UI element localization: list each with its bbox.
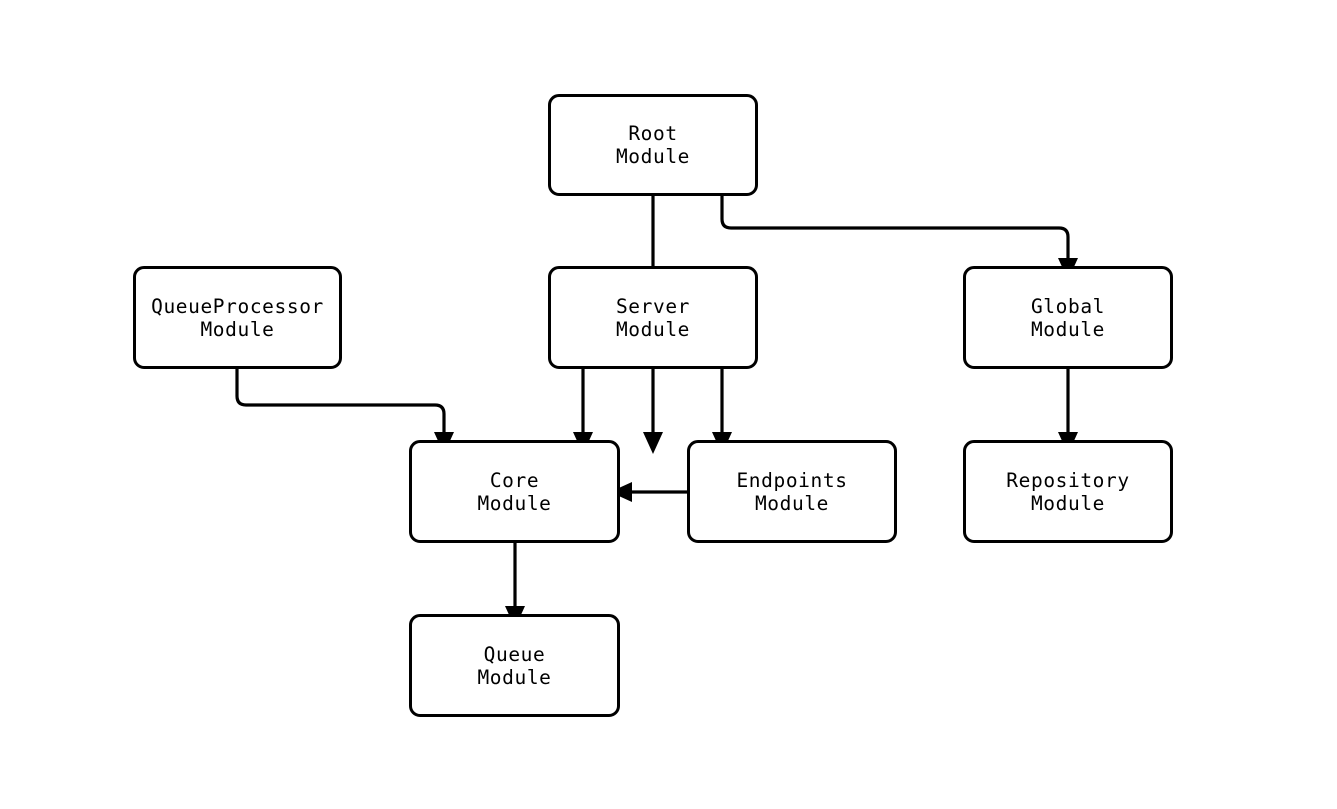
node-label-line2: Module: [477, 665, 552, 689]
node-label-line2: Module: [615, 145, 691, 168]
node-label-line2: Module: [1030, 491, 1106, 515]
node-label-line1: Endpoints: [736, 468, 848, 492]
arrowhead-icon-root-to-server: [643, 432, 663, 454]
node-core-module[interactable]: Core Module: [409, 440, 620, 543]
node-queue-module[interactable]: Queue Module: [409, 614, 620, 717]
node-label-line1: Queue: [483, 642, 546, 666]
node-label-line1: Root: [628, 122, 678, 145]
node-repository-module[interactable]: Repository Module: [963, 440, 1173, 543]
node-endpoints-module[interactable]: Endpoints Module: [687, 440, 897, 543]
node-label-line1: Repository: [1006, 468, 1130, 492]
node-label-line2: Module: [754, 491, 830, 515]
node-label-line1: Server: [615, 294, 691, 318]
edges-group: [235, 196, 1078, 628]
node-label-line2: Module: [477, 491, 552, 515]
node-global-module[interactable]: Global Module: [963, 266, 1173, 369]
edge-queueprocessor-to-core: [235, 369, 446, 432]
node-queueprocessor-module[interactable]: QueueProcessor Module: [133, 266, 342, 369]
node-label-line2: Module: [1030, 317, 1106, 341]
node-label-line2: Module: [615, 317, 691, 341]
node-root-module[interactable]: Root Module: [548, 94, 758, 196]
node-server-module[interactable]: Server Module: [548, 266, 758, 369]
edge-root-to-global: [720, 196, 1070, 258]
node-label-line2: Module: [200, 317, 275, 341]
node-label-line1: Core: [489, 468, 540, 492]
node-label-line1: QueueProcessor: [151, 294, 324, 318]
node-label-line1: Global: [1030, 294, 1106, 318]
